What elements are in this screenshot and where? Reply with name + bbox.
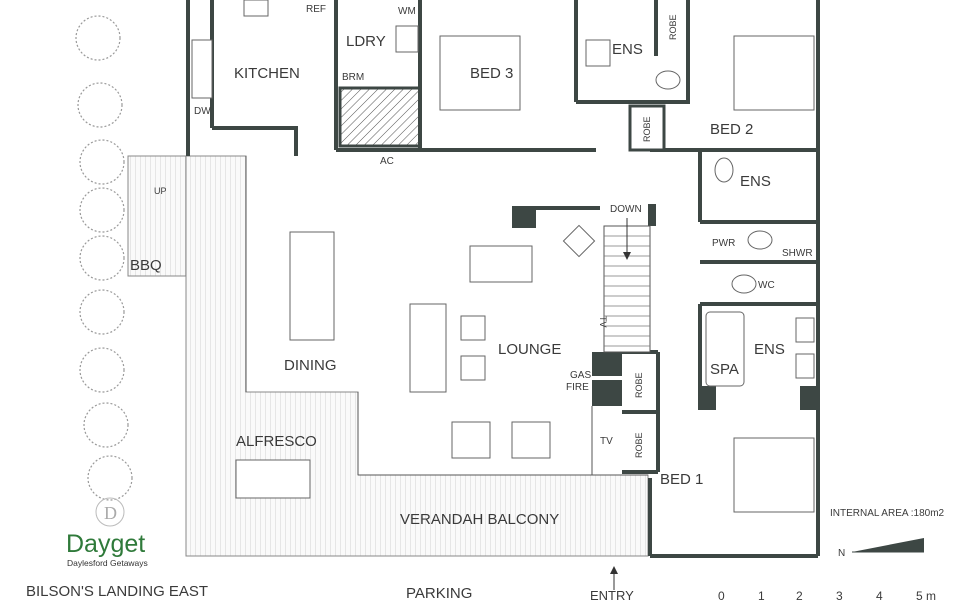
ens-low-label: ENS [754,341,785,358]
scale-5: 5 m [916,589,936,600]
robe-a-label: ROBE [634,372,644,398]
gas-fire-label-2: FIRE [566,382,589,393]
north-label: N [838,548,845,559]
brm-label: BRM [342,72,364,83]
up-label: UP [154,186,167,196]
bed1-label: BED 1 [660,471,703,488]
scale-0: 0 [718,589,725,600]
wc-label: WC [758,280,775,291]
ldry-label: LDRY [346,33,386,50]
bbq-deck [127,155,187,277]
brand-name: Dayget [66,530,145,558]
pwr-label: PWR [712,238,735,249]
dw-label: DW [194,106,211,117]
furniture [191,0,815,513]
entry-label: ENTRY [590,588,634,600]
scale-2: 2 [796,589,803,600]
verandah-label: VERANDAH BALCONY [400,511,559,528]
dining-label: DINING [284,357,337,374]
tv-stair-label: TV [598,316,608,328]
ens-mid-label: ENS [740,173,771,190]
bed3-label: BED 3 [470,65,513,82]
north-arrow [852,538,924,553]
scale-1: 1 [758,589,765,600]
internal-area-label: INTERNAL AREA :180m2 [830,508,945,519]
shwr-label: SHWR [782,248,813,259]
robe-mid-label: ROBE [642,116,652,142]
ref-label: REF [306,4,326,15]
gas-fire-label-1: GAS [570,370,591,381]
ens-top-label: ENS [612,41,643,58]
ac-label: AC [380,156,394,167]
walls [186,0,820,558]
bbq-label: BBQ [130,257,162,274]
brand-tagline: Daylesford Getaways [67,558,148,568]
landscaping-trees [75,15,133,501]
alfresco-label: ALFRESCO [236,433,317,450]
svg-text:D: D [104,503,117,523]
parking-label: PARKING [406,585,472,600]
tv-low-label: TV [600,436,613,447]
lounge-label: LOUNGE [498,341,561,358]
robe-top-label: ROBE [668,14,678,40]
robe-b-label: ROBE [634,432,644,458]
scale-bar: 0 1 2 3 4 5 m [718,589,936,600]
stairs [603,218,651,353]
spa-label: SPA [710,361,739,378]
down-label: DOWN [610,204,642,215]
wm-label: WM [398,6,416,17]
bed2-label: BED 2 [710,121,753,138]
kitchen-label: KITCHEN [234,65,300,82]
scale-4: 4 [876,589,883,600]
property-name: BILSON'S LANDING EAST [26,583,208,600]
dayget-logo: D [95,497,125,527]
scale-3: 3 [836,589,843,600]
